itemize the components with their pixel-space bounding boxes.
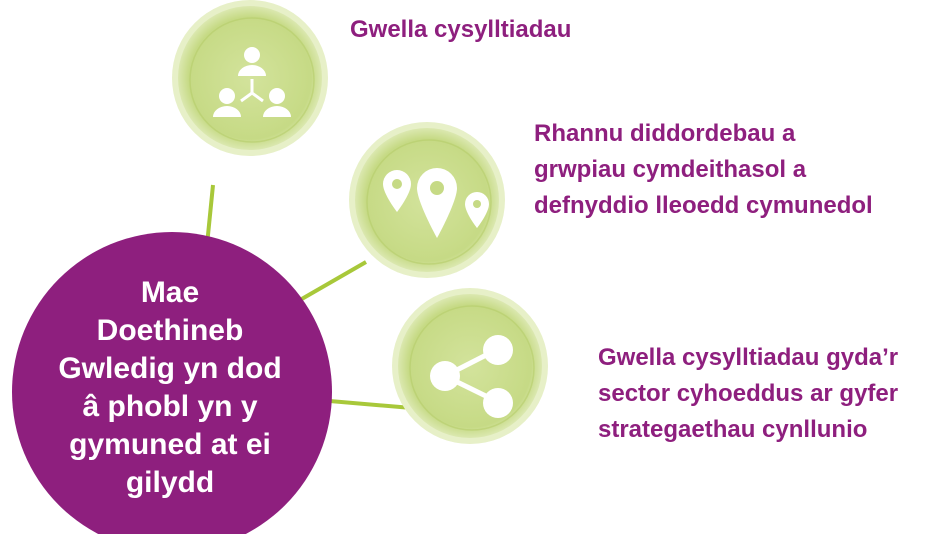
connector-line-2 <box>299 260 367 302</box>
node-label-line: sector cyhoeddus ar gyfer <box>598 380 899 407</box>
hub-text-line: Mae <box>140 276 200 309</box>
node-label-line: Gwella cysylltiadau gyda’r <box>598 344 899 371</box>
node-label-line: defnyddio lleoedd cymunedol <box>534 192 873 219</box>
connector-line-3 <box>317 398 413 410</box>
node-label-line: strategaethau cynllunio <box>598 416 868 443</box>
node-label-line: grwpiau cymdeithasol a <box>534 156 807 183</box>
hub-text-line: gilydd <box>125 466 215 499</box>
node-circle-places <box>349 122 505 278</box>
node-label-line: Gwella cysylltiadau <box>350 16 572 43</box>
hub-text-line: Gwledig yn dod <box>58 352 282 385</box>
hub-text-line: â phobl yn y <box>82 390 258 423</box>
node-label-places: Rhannu diddordebau a grwpiau cymdeithaso… <box>534 116 939 224</box>
hub-text-line: Doethineb <box>96 314 244 347</box>
node-label-connections: Gwella cysylltiadau <box>350 12 571 48</box>
hub-circle <box>12 232 332 534</box>
node-circle-public-sector <box>392 288 548 444</box>
map-pins-icon <box>383 168 489 238</box>
node-label-line: Rhannu diddordebau a <box>534 120 796 147</box>
people-network-icon <box>213 47 291 117</box>
hub-text-line: gymuned at ei <box>69 428 271 461</box>
hub-text: Mae Doethineb Gwledig yn dod â phobl yn … <box>20 243 320 533</box>
node-circle-connections <box>172 0 328 156</box>
share-icon <box>430 335 513 418</box>
node-label-public-sector: Gwella cysylltiadau gyda’r sector cyhoed… <box>598 340 943 448</box>
